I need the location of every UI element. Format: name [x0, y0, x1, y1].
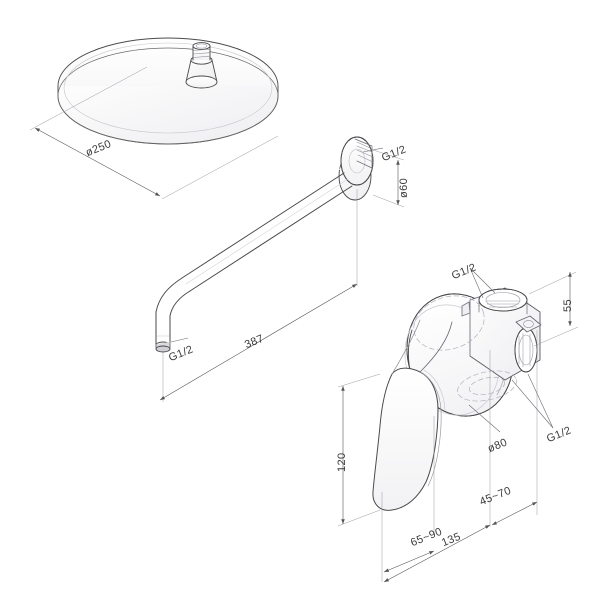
shower-head-geometry: [57, 37, 279, 145]
dimension-label-handle-height: 120: [336, 452, 348, 472]
concealed-mixer-geometry: [372, 287, 542, 511]
leader-lines: [170, 147, 554, 433]
shower-arm-geometry: [155, 136, 374, 353]
dimension-label-flange-diameter: ø60: [398, 177, 410, 198]
dimension-label-body-height: 55: [562, 298, 574, 312]
dimension-lines: [29, 66, 579, 583]
